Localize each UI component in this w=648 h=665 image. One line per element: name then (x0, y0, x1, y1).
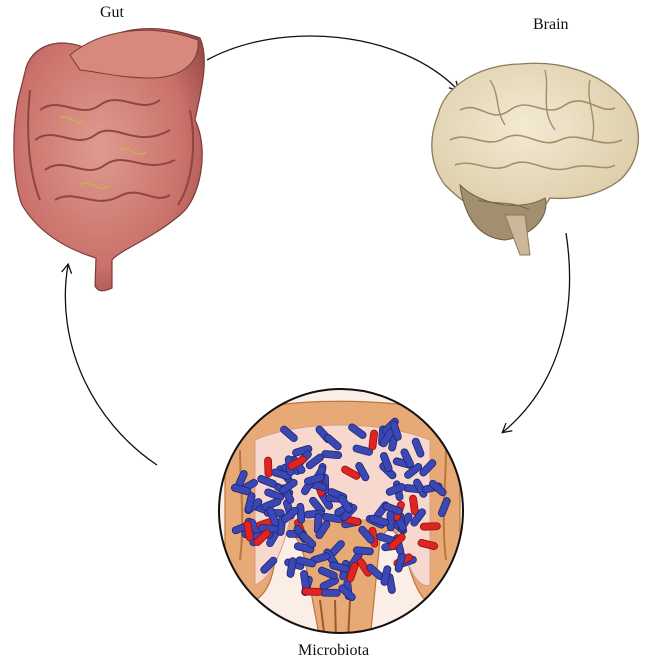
bacterium-red (420, 523, 440, 531)
microbiota-illustration (219, 389, 463, 640)
bacterium-blue (320, 589, 340, 596)
brain-illustration (432, 63, 639, 255)
microbiota-label: Microbiota (298, 642, 369, 660)
arrow-gut-to-brain (207, 36, 458, 90)
arrow-microbiota-to-gut (65, 265, 157, 465)
arrow-brain-to-microbiota (503, 233, 570, 432)
bacterium-blue (353, 546, 374, 555)
brain-label: Brain (533, 16, 569, 34)
bacterium-blue (321, 450, 342, 459)
gut-illustration (14, 29, 204, 291)
bacterium-red (302, 588, 322, 596)
gut-label: Gut (100, 4, 124, 22)
bacterium-red (264, 457, 272, 477)
bacterium-blue (297, 503, 305, 523)
